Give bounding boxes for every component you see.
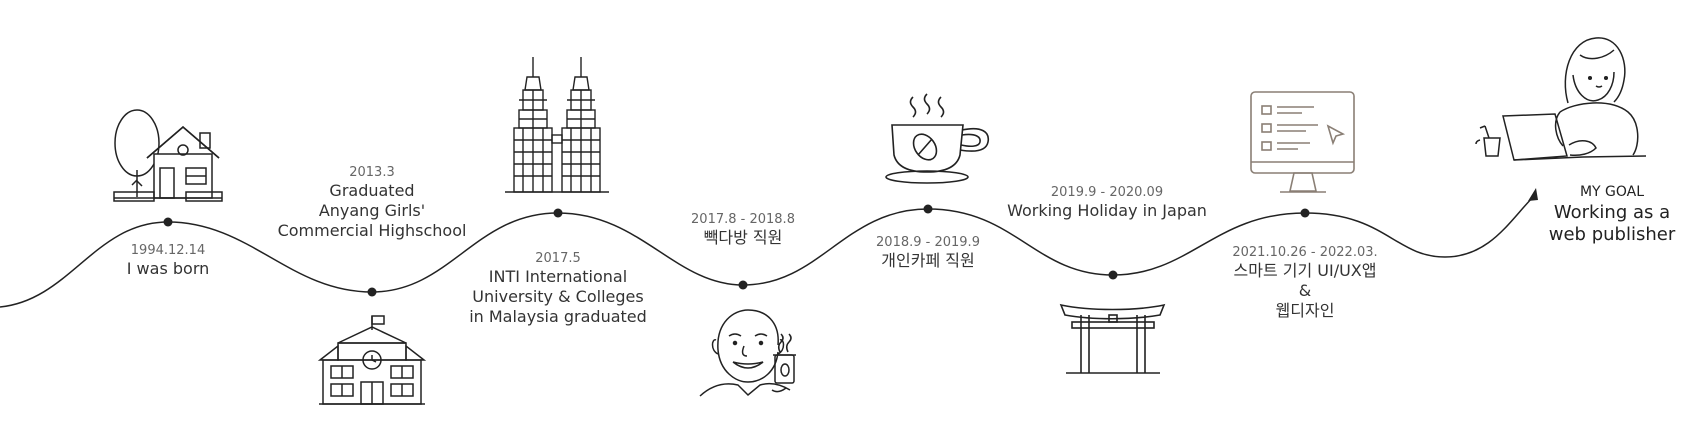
event-title: Commercial Highschool: [277, 221, 467, 241]
event-highschool: 2013.3 Graduated Anyang Girls' Commercia…: [278, 165, 467, 241]
event-title: 개인카페 직원: [881, 251, 975, 271]
event-title: in Malaysia graduated: [469, 307, 647, 327]
house-icon: [113, 109, 223, 202]
event-smart: 2021.10.26 - 2022.03. 스마트 기기 UI/UX앱 & 웹디…: [1232, 245, 1377, 321]
timeline-dots: [163, 204, 1310, 297]
event-paik: 2017.8 - 2018.8 빽다방 직원: [691, 212, 795, 248]
dot-japan: [1108, 270, 1118, 280]
event-title: Anyang Girls': [318, 201, 426, 221]
event-title: INTI International: [488, 267, 628, 287]
arrow-head-icon: [1528, 188, 1538, 201]
school-icon: [317, 315, 427, 405]
twin-towers-icon: [505, 57, 609, 193]
event-title: 빽다방 직원: [703, 228, 783, 248]
event-date: 2021.10.26 - 2022.03.: [1232, 245, 1378, 260]
goal: MY GOAL Working as a web publisher: [1549, 184, 1675, 247]
torii-gate-icon: [1059, 303, 1166, 374]
dot-smart: [1300, 208, 1310, 218]
event-title: &: [1298, 281, 1312, 301]
event-title: 웹디자인: [1275, 301, 1335, 321]
event-title: 스마트 기기 UI/UX앱: [1233, 261, 1377, 281]
timeline-wave: [0, 194, 1536, 308]
event-japan: 2019.9 - 2020.09 Working Holiday in Japa…: [1007, 185, 1207, 221]
dot-born: [163, 217, 173, 227]
event-title: University & Colleges: [472, 287, 644, 307]
monitor-icon: [1250, 91, 1355, 193]
event-date: 2017.8 - 2018.8: [691, 212, 795, 227]
event-date: 2019.9 - 2020.09: [1050, 185, 1164, 200]
event-title: I was born: [126, 259, 210, 279]
event-date: 2013.3: [349, 165, 395, 180]
dot-paik: [738, 280, 748, 290]
goal-caption: MY GOAL: [1579, 184, 1645, 200]
event-date: 1994.12.14: [130, 243, 206, 258]
dot-highschool: [367, 287, 377, 297]
coffee-cup-icon: [885, 93, 990, 184]
event-cafe: 2018.9 - 2019.9 개인카페 직원: [876, 235, 980, 271]
goal-title: web publisher: [1548, 224, 1676, 245]
person-laptop-icon: [1475, 37, 1647, 161]
event-inti: 2017.5 INTI International University & C…: [469, 251, 647, 327]
dot-cafe: [923, 204, 933, 214]
event-date: 2018.9 - 2019.9: [876, 235, 980, 250]
dot-inti: [553, 208, 563, 218]
event-title: Graduated: [329, 181, 415, 201]
barista-icon: [699, 309, 796, 397]
event-title: Working Holiday in Japan: [1007, 201, 1207, 221]
event-date: 2017.5: [535, 251, 581, 266]
event-born: 1994.12.14 I was born: [127, 243, 210, 279]
goal-title: Working as a: [1553, 201, 1671, 223]
